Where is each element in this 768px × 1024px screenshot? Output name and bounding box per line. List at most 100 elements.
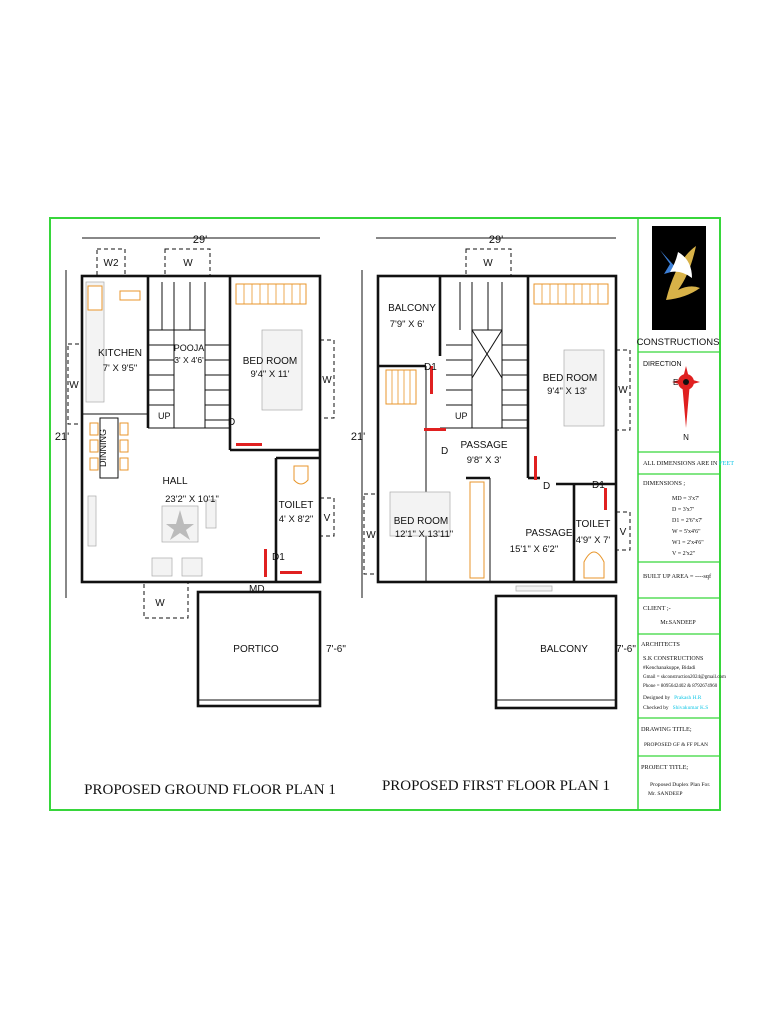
ff-wardrobe-right-lines bbox=[541, 284, 599, 304]
gf-w-top-label: W bbox=[183, 258, 193, 269]
gf-stove bbox=[87, 285, 103, 311]
gf-pooja-name: POOJA bbox=[174, 343, 205, 353]
ff-void-cross bbox=[471, 329, 503, 379]
compass-icon bbox=[672, 366, 700, 428]
gf-up-label: UP bbox=[158, 411, 171, 421]
ff-wardrobe-right bbox=[533, 283, 609, 305]
gf-window-toilet bbox=[319, 497, 335, 537]
dimensions-note: ALL DIMENSIONS ARE IN FEET bbox=[643, 460, 734, 467]
ground-floor-plan: 29' 21' W2 W W W V W bbox=[55, 234, 347, 798]
ff-title: PROPOSED FIRST FLOOR PLAN 1 bbox=[382, 778, 610, 794]
gf-bedroom-name: BED ROOM bbox=[243, 356, 297, 367]
sheet-border bbox=[49, 217, 721, 811]
gf-portico-dim: 7'-6" bbox=[326, 644, 346, 655]
gf-width-dim: 29' bbox=[193, 234, 207, 246]
gf-hall-size: 23'2" X 10'1" bbox=[165, 494, 219, 505]
dimension-d: D = 3'x7' bbox=[672, 507, 694, 513]
ff-window-toilet bbox=[615, 511, 631, 551]
ff-d-label: D bbox=[441, 446, 448, 457]
gf-kitchen-name: KITCHEN bbox=[98, 348, 142, 359]
gf-kitchen-counter bbox=[85, 281, 105, 403]
ff-staircase bbox=[446, 282, 528, 421]
gf-dinning-name: DINNING bbox=[98, 429, 108, 467]
dimension-v: V = 2'x2" bbox=[672, 551, 696, 557]
ff-sill bbox=[515, 585, 553, 592]
gf-chair bbox=[89, 439, 99, 453]
gf-sofa bbox=[151, 557, 173, 577]
gf-door-d bbox=[236, 443, 262, 446]
gf-kitchen-size: 7' X 9'5" bbox=[103, 363, 137, 374]
gf-side-chair bbox=[205, 499, 217, 529]
ff-d-passage-label: D bbox=[543, 481, 550, 492]
ff-toilet-name: TOILET bbox=[576, 519, 611, 530]
ff-wardrobe-left bbox=[385, 369, 417, 405]
dimension-d1: D1 = 2'6"x7' bbox=[672, 518, 702, 524]
ff-window-bed bbox=[615, 349, 631, 431]
ff-toilet-size: 4'9" X 7' bbox=[576, 535, 611, 546]
gf-portico-name: PORTICO bbox=[233, 644, 279, 655]
ff-door-d1-top bbox=[430, 366, 433, 394]
gf-bedroom-size: 9'4" X 11' bbox=[250, 369, 289, 380]
gf-wardrobe bbox=[235, 283, 307, 305]
drawing-title-label: DRAWING TITLE; bbox=[641, 726, 692, 733]
drawing-title: PROPOSED GF & FF PLAN bbox=[644, 742, 708, 748]
ff-w-bed-label: W bbox=[618, 385, 628, 396]
project-title-label: PROJECT TITLE; bbox=[641, 764, 688, 771]
gf-pooja-size: 3' X 4'6' bbox=[174, 355, 204, 365]
client-label: CLIENT ;- bbox=[643, 605, 671, 612]
gf-dining-table bbox=[99, 417, 119, 479]
gf-bed bbox=[261, 329, 303, 411]
direction-label: DIRECTION bbox=[643, 361, 682, 368]
gf-wash-basin bbox=[293, 465, 309, 485]
gf-hall-name: HALL bbox=[162, 476, 187, 487]
ff-passage-bottom-name: PASSAGE bbox=[525, 528, 572, 539]
project-title-line2: Mr. SANDEEP bbox=[648, 791, 683, 797]
ff-door-d1-toilet bbox=[604, 488, 607, 510]
architect-address: #Kenchanakuppe, Bidadi bbox=[643, 665, 696, 671]
architect-phone: Phone = 8095642402 & 8792674960 bbox=[643, 684, 718, 689]
gf-portico bbox=[196, 590, 322, 708]
gf-w2-label: W2 bbox=[104, 258, 119, 269]
gf-window-w2 bbox=[96, 248, 126, 277]
compass-e: E bbox=[673, 378, 678, 387]
logo-company-name: CONSTRUCTIONS bbox=[637, 337, 720, 348]
ff-stair-void bbox=[471, 329, 503, 429]
gf-chair bbox=[119, 439, 129, 453]
gf-v-toilet-label: V bbox=[324, 513, 331, 524]
dimensions-heading: DIMENSIONS ; bbox=[643, 480, 685, 487]
ff-bedroom-left-size: 12'1" X 13'11" bbox=[395, 529, 453, 540]
dimension-md: MD = 3'x7' bbox=[672, 496, 699, 502]
gf-d1-label: D1 bbox=[272, 552, 285, 563]
architect-gmail: Gmail = skconstruction2024@gmail.com bbox=[643, 675, 726, 680]
gf-w-bed-label: W bbox=[322, 375, 332, 386]
gf-w-left-label: W bbox=[69, 380, 79, 391]
ff-w-left-bed-label: W bbox=[366, 530, 376, 541]
gf-tv-unit bbox=[87, 495, 97, 547]
gf-chair bbox=[89, 422, 99, 436]
ff-balcony-top-size: 7'9" X 6' bbox=[390, 319, 425, 330]
gf-window-top bbox=[164, 248, 211, 277]
first-floor-plan: 29' 21' W W W V bbox=[351, 234, 637, 794]
dimension-w: W = 5'x4'6" bbox=[672, 529, 701, 535]
gf-window-left bbox=[67, 343, 83, 425]
ff-wardrobe-left-lines bbox=[391, 370, 411, 404]
gf-staircase bbox=[148, 282, 230, 421]
ff-passage-top-size: 9'8" X 3' bbox=[467, 455, 502, 466]
ff-bedroom-left-name: BED ROOM bbox=[394, 516, 448, 527]
ff-passage-bottom-size: 15'1" X 6'2" bbox=[510, 544, 558, 555]
gf-w-bottom-label: W bbox=[155, 598, 165, 609]
ff-balcony-bottom-name: BALCONY bbox=[540, 644, 588, 655]
gf-window-bed bbox=[319, 339, 335, 419]
gf-toilet-name: TOILET bbox=[279, 500, 314, 511]
dimension-w1: W1 = 2'x4'6" bbox=[672, 540, 704, 546]
project-title-line1: Proposed Duplex Plan For. bbox=[650, 782, 711, 788]
ff-v-toilet-label: V bbox=[620, 527, 627, 538]
gf-sofa bbox=[181, 557, 203, 577]
ff-d1-toilet-label: D1 bbox=[592, 480, 605, 491]
gf-chair bbox=[119, 422, 129, 436]
ff-door-passage bbox=[534, 456, 537, 480]
ff-bed-right bbox=[563, 349, 605, 427]
ff-balcony-bottom bbox=[494, 594, 618, 710]
